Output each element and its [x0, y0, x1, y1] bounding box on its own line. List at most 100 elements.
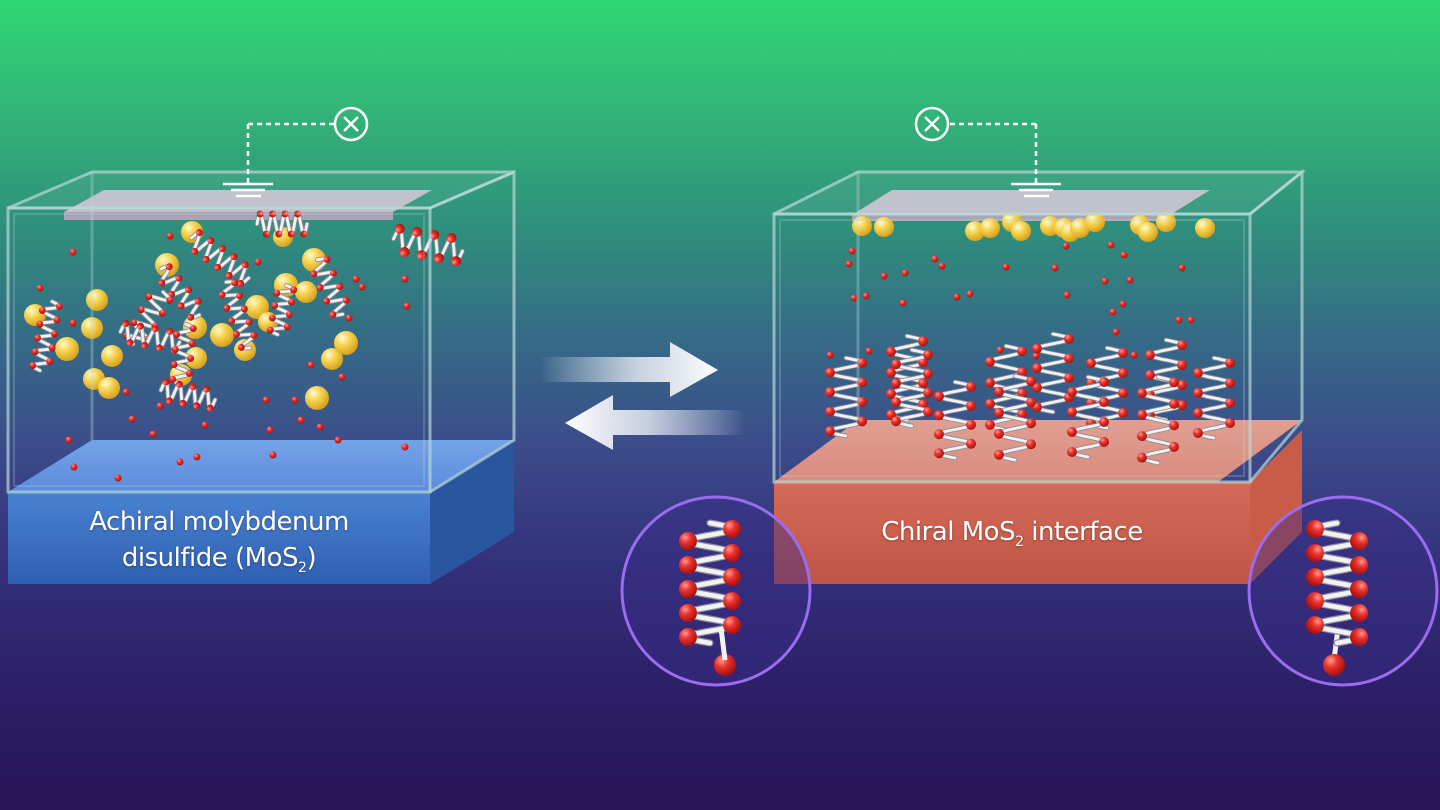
red-atom [173, 331, 181, 339]
red-atom [723, 616, 741, 634]
red-atom [826, 351, 834, 359]
gold-nanoparticle [1070, 218, 1090, 238]
red-atom [334, 436, 342, 444]
red-atom [166, 327, 174, 335]
red-atom [228, 317, 236, 325]
red-atom [193, 402, 201, 410]
red-atom [202, 255, 210, 263]
red-atom [137, 306, 145, 314]
red-atom [931, 255, 939, 263]
red-atom [158, 309, 166, 317]
helix-molecule [1067, 374, 1109, 460]
red-atom [723, 520, 741, 538]
red-atom [901, 269, 909, 277]
red-atom [411, 226, 422, 237]
red-atom [1032, 363, 1042, 374]
red-atom [714, 654, 736, 676]
red-atom [857, 396, 867, 407]
right-substrate-top [774, 420, 1302, 482]
left-cell [6, 106, 516, 584]
helix-molecule [310, 255, 350, 319]
red-atom [1350, 580, 1368, 598]
red-atom [262, 396, 270, 404]
right-label-subscript: 2 [1015, 534, 1024, 550]
red-atom [880, 272, 888, 280]
red-atom [269, 210, 277, 218]
red-atom [1099, 377, 1109, 387]
red-atom [287, 230, 295, 238]
helix-molecule [254, 210, 310, 238]
left-substrate-side [430, 440, 514, 584]
red-atom [891, 416, 901, 427]
red-atom [679, 532, 697, 550]
red-atom [202, 385, 210, 393]
red-atom [345, 314, 353, 322]
red-atom [434, 253, 445, 264]
gold-nanoparticle [321, 348, 343, 370]
red-atom [857, 357, 867, 368]
red-atom [323, 255, 331, 263]
red-atom [918, 378, 928, 389]
red-atom [189, 325, 197, 333]
gold-nanoparticle [874, 217, 894, 237]
red-atom [149, 430, 157, 438]
left-label-subscript: 2 [298, 560, 307, 576]
red-atom [177, 302, 185, 310]
left-electrode-plate-edge [64, 212, 393, 220]
red-atom [679, 580, 697, 598]
red-atom [122, 388, 130, 396]
red-atom [1225, 398, 1235, 408]
right-substrate-side [1250, 430, 1302, 584]
red-atom [899, 299, 907, 307]
red-atom [1350, 532, 1368, 550]
red-atom [679, 556, 697, 574]
red-atom [1145, 370, 1155, 380]
left-label-line2-text: disulfide (MoS [121, 543, 299, 573]
red-atom [985, 377, 995, 388]
right-label-text: Chiral MoS [881, 517, 1016, 547]
red-atom [1193, 388, 1203, 398]
red-atom [1067, 407, 1077, 417]
right-electrode-plate [852, 190, 1210, 215]
red-atom [848, 247, 856, 255]
red-atom [53, 316, 61, 324]
red-atom [230, 253, 238, 261]
red-atom [291, 396, 299, 404]
red-atom [114, 474, 122, 482]
helix-molecule-icon [1306, 519, 1368, 676]
red-atom [934, 391, 944, 402]
red-atom [891, 359, 901, 370]
red-atom [1350, 628, 1368, 646]
red-atom [1063, 291, 1071, 299]
red-atom [50, 330, 58, 338]
red-atom [994, 449, 1004, 460]
red-atom [297, 416, 305, 424]
red-atom [145, 293, 153, 301]
right-label-suffix: interface [1023, 517, 1143, 547]
gold-nanoparticle [965, 221, 985, 241]
red-atom [218, 245, 226, 253]
red-atom [329, 311, 337, 319]
red-atom [994, 428, 1004, 439]
red-atom [69, 319, 77, 327]
red-atom [966, 438, 976, 449]
red-atom [1225, 418, 1235, 428]
gold-nanoparticle [185, 347, 207, 369]
red-atom [923, 406, 933, 417]
red-atom [268, 314, 276, 322]
helix-molecule [1137, 374, 1179, 466]
right-handed-molecule-inset [1247, 495, 1439, 687]
red-atom [188, 339, 196, 347]
red-atom [985, 398, 995, 409]
red-atom [294, 210, 302, 218]
helix-molecule [1086, 345, 1128, 431]
red-atom [1137, 452, 1147, 463]
red-atom [34, 334, 42, 342]
red-atom [46, 358, 54, 366]
red-atom [195, 229, 203, 237]
red-atom [307, 361, 315, 369]
red-atom [451, 256, 462, 267]
red-atom [825, 406, 835, 417]
red-atom [1086, 358, 1096, 368]
